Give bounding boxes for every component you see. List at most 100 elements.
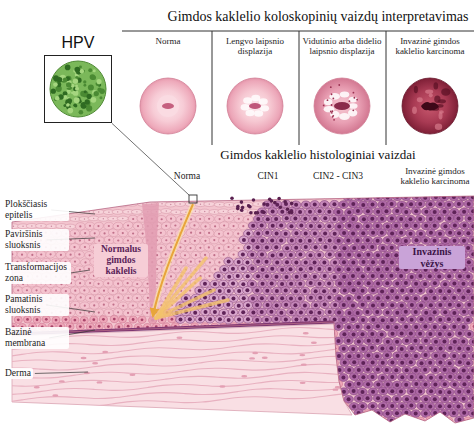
epithelial-cell bbox=[93, 280, 103, 288]
epithelial-cell bbox=[358, 301, 368, 309]
epithelial-cell bbox=[407, 387, 417, 395]
cell-nucleus bbox=[209, 203, 210, 204]
epithelial-cell bbox=[420, 351, 430, 360]
epithelial-cell bbox=[421, 236, 431, 245]
cell-nucleus bbox=[228, 217, 230, 219]
derma-fibres bbox=[4, 328, 346, 409]
epithelial-cell bbox=[383, 236, 393, 244]
punctation bbox=[353, 97, 355, 99]
cell-nucleus bbox=[108, 211, 109, 212]
epithelial-cell bbox=[426, 387, 437, 397]
cell-nucleus bbox=[265, 231, 269, 235]
cell-nucleus bbox=[309, 281, 313, 285]
epithelial-cell bbox=[363, 207, 373, 215]
cell-nucleus bbox=[466, 231, 470, 235]
epithelial-cell bbox=[430, 365, 441, 374]
cell-nucleus bbox=[65, 290, 67, 292]
epithelium bbox=[12, 196, 474, 423]
epithelial-cell bbox=[396, 229, 406, 237]
cell-nucleus bbox=[161, 203, 162, 204]
epithelial-cell bbox=[439, 193, 449, 201]
cell-nucleus bbox=[236, 274, 240, 278]
cell-nucleus bbox=[122, 204, 123, 205]
cell-nucleus bbox=[357, 253, 361, 257]
cell-nucleus bbox=[461, 282, 465, 286]
acetowhite-patch bbox=[339, 113, 350, 120]
cell-nucleus bbox=[170, 275, 172, 277]
cell-nucleus bbox=[328, 267, 332, 271]
cell-nucleus bbox=[93, 290, 95, 292]
cell-nucleus bbox=[222, 240, 224, 242]
cell-nucleus bbox=[438, 289, 442, 293]
epithelial-cell bbox=[262, 287, 272, 295]
cell-nucleus bbox=[280, 210, 284, 214]
cell-nucleus bbox=[79, 269, 81, 271]
cell-nucleus bbox=[160, 232, 162, 234]
cell-nucleus bbox=[438, 303, 442, 307]
epithelial-cell bbox=[440, 380, 450, 388]
cell-nucleus bbox=[36, 318, 39, 321]
cell-nucleus bbox=[241, 310, 245, 314]
cell-layer bbox=[3, 192, 474, 426]
cell-nucleus bbox=[265, 245, 269, 249]
cell-nucleus bbox=[49, 253, 51, 255]
cell-nucleus bbox=[160, 261, 162, 263]
epithelial-cell bbox=[392, 192, 402, 201]
cell-nucleus bbox=[304, 203, 308, 207]
cell-nucleus bbox=[98, 211, 99, 212]
epithelial-cell bbox=[387, 358, 397, 367]
cell-nucleus bbox=[318, 224, 322, 228]
cell-nucleus bbox=[107, 282, 109, 284]
cell-nucleus bbox=[127, 211, 128, 212]
epithelial-cell bbox=[340, 359, 350, 367]
fibroblast bbox=[249, 357, 255, 359]
cell-nucleus bbox=[384, 209, 388, 213]
cell-nucleus bbox=[443, 224, 447, 228]
cell-nucleus bbox=[404, 281, 408, 285]
epithelial-cell bbox=[89, 301, 99, 309]
cell-nucleus bbox=[40, 253, 42, 255]
epithelial-cell bbox=[468, 250, 474, 258]
epithelial-cell bbox=[401, 279, 412, 288]
cell-nucleus bbox=[94, 232, 96, 234]
cell-nucleus bbox=[127, 282, 129, 284]
cell-nucleus bbox=[112, 218, 113, 219]
cell-nucleus bbox=[80, 296, 82, 298]
epithelial-cell bbox=[454, 214, 464, 222]
cell-nucleus bbox=[227, 318, 231, 322]
cell-nucleus bbox=[418, 202, 422, 206]
cell-nucleus bbox=[452, 210, 456, 214]
cell-nucleus bbox=[208, 317, 212, 321]
cell-nucleus bbox=[437, 274, 441, 278]
epithelial-cell bbox=[247, 264, 257, 272]
fibroblast bbox=[102, 351, 108, 353]
cell-nucleus bbox=[213, 254, 215, 256]
cell-nucleus bbox=[251, 224, 255, 228]
cell-nucleus bbox=[376, 224, 380, 228]
epithelial-cell bbox=[435, 301, 445, 309]
epithelial-cell bbox=[473, 358, 474, 366]
cell-nucleus bbox=[313, 275, 317, 279]
cell-nucleus bbox=[376, 210, 380, 214]
cell-nucleus bbox=[298, 296, 302, 300]
epithelial-cell bbox=[184, 315, 195, 324]
epithelial-cell bbox=[23, 316, 31, 324]
cell-nucleus bbox=[313, 231, 317, 235]
epithelial-cell bbox=[468, 294, 474, 302]
cell-nucleus bbox=[423, 282, 427, 286]
cell-nucleus bbox=[260, 310, 264, 314]
epithelial-cell bbox=[401, 208, 411, 217]
cell-nucleus bbox=[179, 203, 180, 204]
epithelial-cell bbox=[387, 244, 397, 252]
epithelial-cell bbox=[352, 206, 363, 216]
cell-nucleus bbox=[170, 246, 172, 248]
cell-nucleus bbox=[452, 296, 456, 300]
cell-nucleus bbox=[323, 245, 327, 249]
colposcopy-view bbox=[140, 78, 196, 134]
cell-nucleus bbox=[122, 305, 124, 307]
cell-nucleus bbox=[418, 274, 422, 278]
cell-nucleus bbox=[281, 197, 282, 198]
cell-nucleus bbox=[132, 289, 134, 291]
cell-nucleus bbox=[333, 217, 337, 221]
